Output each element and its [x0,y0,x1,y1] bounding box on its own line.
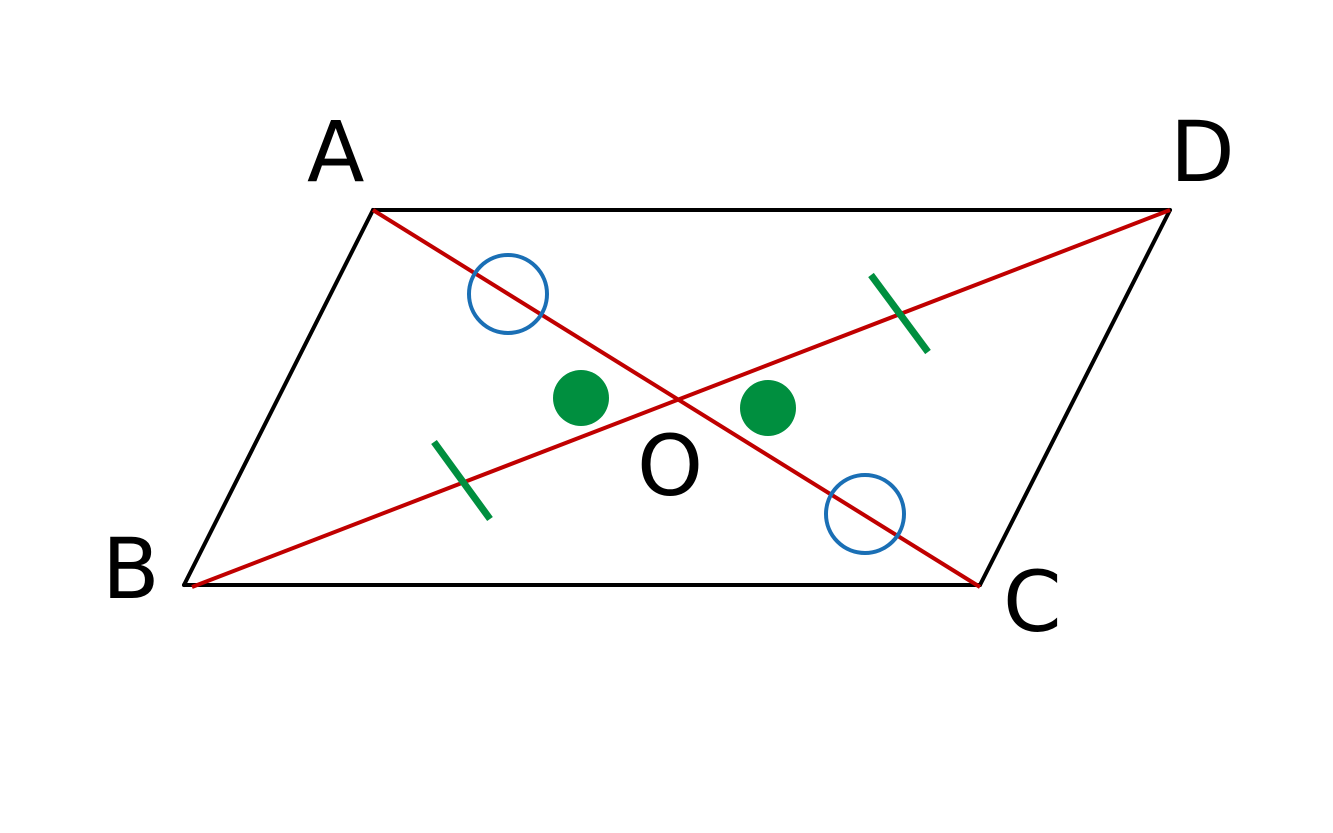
vertex-label-C: C [1003,553,1062,651]
tick-mark-BO [431,439,493,522]
circle-marks [467,253,906,555]
angle-dot-AOD [740,380,796,436]
diagonals [191,208,1171,589]
vertex-label-A: A [307,103,364,201]
circle-mark-OC [824,473,906,555]
tick-mark-OD [868,272,931,355]
angle-dots [553,370,796,436]
side-DC [978,208,1172,587]
vertex-label-D: D [1170,103,1235,201]
diagonal-BD [191,208,1171,589]
tick-marks [431,272,931,522]
center-label-O: O [637,417,703,515]
side-BA [182,208,375,587]
vertex-label-B: B [102,520,160,618]
angle-dot-AOB [553,370,609,426]
parallelogram-sides [182,208,1172,587]
circle-mark-AO [467,253,549,335]
